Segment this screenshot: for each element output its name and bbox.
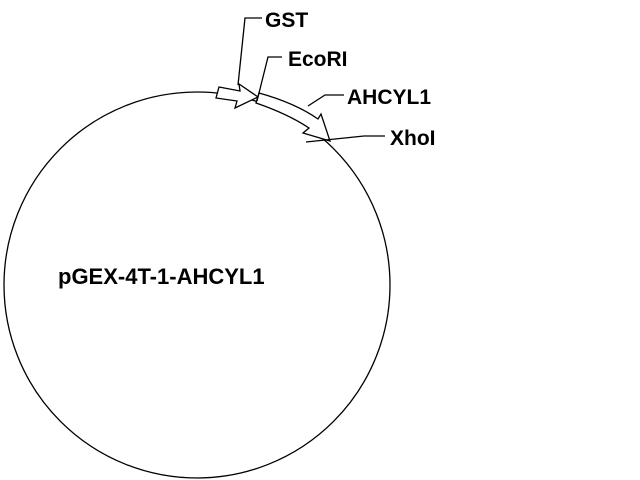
gst-leader-line	[237, 17, 262, 86]
gst-arrow	[215, 82, 260, 110]
ahcyl1-arrow	[255, 92, 332, 142]
ahcyl1-label: AHCYL1	[347, 86, 431, 109]
ecori-leader-line	[256, 56, 282, 102]
plasmid-backbone-circle	[3, 91, 391, 479]
xhoi-label: XhoI	[390, 127, 436, 150]
xhoi-leader-line	[305, 135, 385, 143]
gst-label: GST	[265, 9, 308, 32]
plasmid-name: pGEX-4T-1-AHCYL1	[58, 264, 265, 289]
ahcyl1-leader-line	[307, 94, 344, 107]
ecori-label: EcoRI	[288, 48, 348, 71]
